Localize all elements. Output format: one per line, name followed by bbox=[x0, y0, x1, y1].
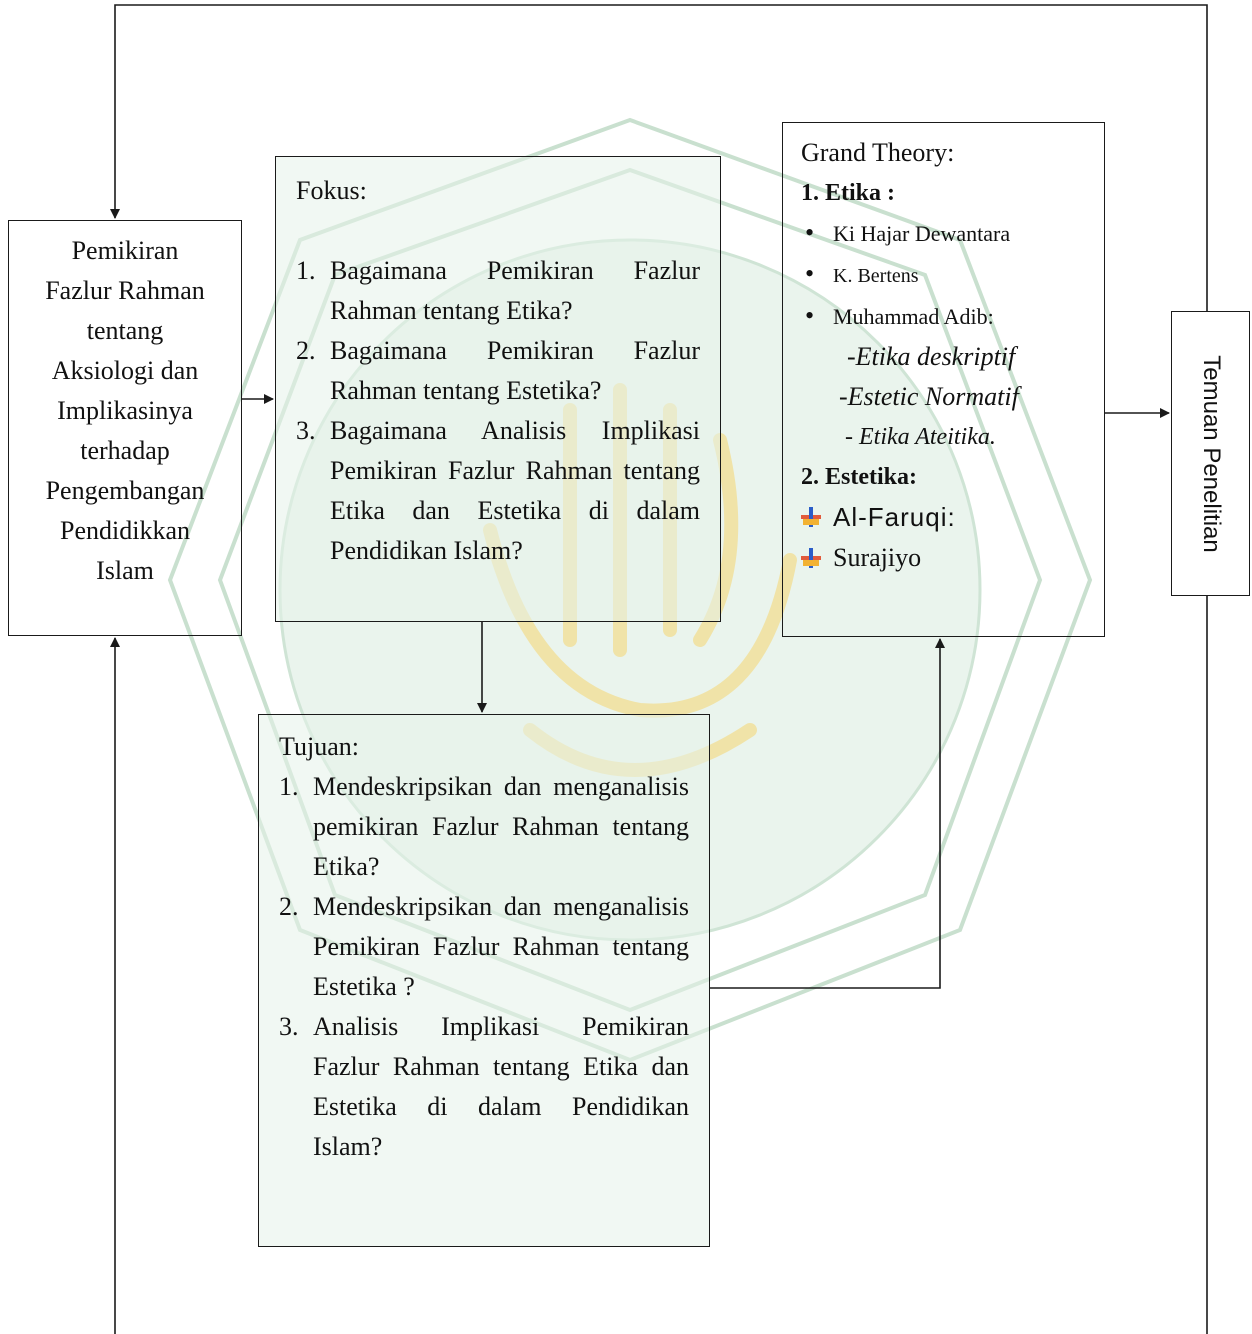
item-text: Ki Hajar Dewantara bbox=[833, 221, 1011, 246]
feedback-top-line bbox=[110, 4, 1208, 311]
topic-line: Pendidikkan bbox=[60, 516, 190, 545]
topic-line: Aksiologi dan bbox=[51, 356, 199, 385]
item-number: 2. bbox=[296, 336, 316, 365]
list-item: • K. Bertens bbox=[801, 254, 1094, 296]
list-item: 1. Mendeskripsikan dan menganalisis pemi… bbox=[279, 767, 689, 887]
bullet-icon: • bbox=[805, 301, 815, 330]
list-item: Surajiyo bbox=[801, 538, 1094, 578]
sub-item: -Estetic Normatif bbox=[839, 382, 1019, 411]
item-text: K. Bertens bbox=[833, 265, 919, 287]
feedback-bottom-line bbox=[115, 596, 1208, 1334]
item-text: Mendeskripsikan dan menganalisis pemikir… bbox=[313, 772, 689, 881]
item-text: Surajiyo bbox=[833, 543, 922, 572]
arrow-tujuan-to-grand bbox=[710, 638, 945, 989]
item-number: 2. bbox=[279, 892, 299, 921]
item-text: Bagaimana Pemikiran Fazlur Rahman tentan… bbox=[330, 256, 700, 325]
item-text: Bagaimana Analisis Implikasi Pemikiran F… bbox=[330, 416, 700, 565]
arrow-bullet-icon bbox=[801, 507, 821, 527]
list-item: 2. Mendeskripsikan dan menganalisis Pemi… bbox=[279, 887, 689, 1007]
item-text: Mendeskripsikan dan menganalisis Pemikir… bbox=[313, 892, 689, 1001]
topic-line: Islam bbox=[96, 556, 154, 585]
box-temuan-penelitian: Temuan Penelitian bbox=[1171, 311, 1250, 596]
item-number: 3. bbox=[296, 416, 316, 445]
tujuan-list: 1. Mendeskripsikan dan menganalisis pemi… bbox=[279, 767, 689, 1167]
box-grand-theory: Grand Theory: 1. Etika : • Ki Hajar Dewa… bbox=[782, 122, 1105, 637]
item-text: Bagaimana Pemikiran Fazlur Rahman tentan… bbox=[330, 336, 700, 405]
topic-line: Pemikiran bbox=[71, 236, 179, 265]
topic-line: Pengembangan bbox=[45, 476, 205, 505]
topic-line: Fazlur Rahman bbox=[45, 276, 205, 305]
list-item: 3. Analisis Implikasi Pemikiran Fazlur R… bbox=[279, 1007, 689, 1167]
fokus-heading: Fokus: bbox=[296, 176, 367, 205]
sub-item: - Etika Ateitika. bbox=[845, 424, 996, 450]
box-tujuan: Tujuan: 1. Mendeskripsikan dan menganali… bbox=[258, 714, 710, 1247]
box-fokus: Fokus: 1. Bagaimana Pemikiran Fazlur Rah… bbox=[275, 156, 721, 622]
arrow-bullet-icon bbox=[801, 548, 821, 568]
list-item: • Muhammad Adib: bbox=[801, 296, 1094, 337]
item-text: Muhammad Adib: bbox=[833, 304, 994, 329]
bullet-icon: • bbox=[805, 218, 815, 247]
topic-line: Implikasinya bbox=[57, 396, 193, 425]
tujuan-heading: Tujuan: bbox=[279, 732, 359, 761]
temuan-label: Temuan Penelitian bbox=[1197, 354, 1225, 553]
list-item: 2. Bagaimana Pemikiran Fazlur Rahman ten… bbox=[296, 331, 700, 411]
list-item: • Ki Hajar Dewantara bbox=[801, 213, 1094, 254]
topic-line: terhadap bbox=[80, 436, 170, 465]
bullet-icon: • bbox=[805, 259, 815, 288]
section-etika: 1. Etika : bbox=[801, 180, 896, 206]
topic-line: tentang bbox=[86, 316, 164, 345]
item-number: 1. bbox=[279, 772, 299, 801]
box-research-topic: Pemikiran Fazlur Rahman tentang Aksiolog… bbox=[8, 220, 242, 636]
fokus-list: 1. Bagaimana Pemikiran Fazlur Rahman ten… bbox=[296, 251, 700, 571]
item-text: Al-Faruqi: bbox=[833, 502, 956, 532]
list-item: 3. Bagaimana Analisis Implikasi Pemikira… bbox=[296, 411, 700, 571]
item-text: Analisis Implikasi Pemikiran Fazlur Rahm… bbox=[313, 1012, 689, 1161]
list-item: Al-Faruqi: bbox=[801, 497, 1094, 538]
sub-item: -Etika deskriptif bbox=[847, 342, 1016, 371]
list-item: 1. Bagaimana Pemikiran Fazlur Rahman ten… bbox=[296, 251, 700, 331]
grand-theory-heading: Grand Theory: bbox=[801, 138, 955, 167]
section-estetika: 2. Estetika: bbox=[801, 464, 917, 490]
item-number: 1. bbox=[296, 256, 316, 285]
item-number: 3. bbox=[279, 1012, 299, 1041]
